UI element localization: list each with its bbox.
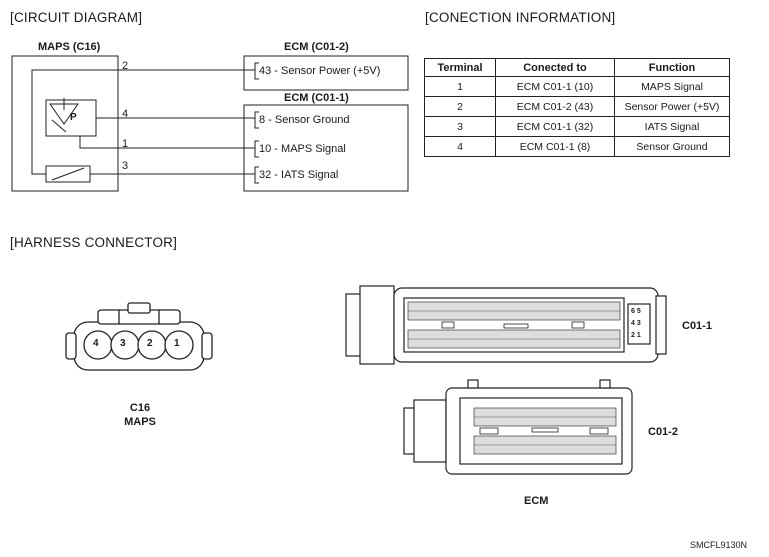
table-cell: MAPS Signal [614,76,730,97]
table-header: Function [614,58,730,77]
maps-box [11,55,119,192]
wire-number: 1 [122,138,129,150]
table-cell: 1 [424,76,496,97]
table-header: Terminal [424,58,496,77]
maps-c16-label: MAPS (C16) [38,41,101,53]
signal-sensor-ground: 8 - Sensor Ground [259,114,350,126]
wire-number: 4 [122,108,129,120]
pressure-symbol-label: P [70,112,77,123]
table-cell: 4 [424,136,496,157]
footer-code: SMCFL9130N [690,540,748,550]
ecm-c011-drawing [345,285,667,365]
table-cell: ECM C01-1 (8) [495,136,615,157]
ecm-c012-box [243,55,409,91]
sensor-box [45,99,97,137]
signal-maps: 10 - MAPS Signal [259,143,346,155]
table-row: 3 ECM C01-1 (32) IATS Signal [424,116,730,137]
ecm-caption: ECM [524,495,549,507]
wire-number: 2 [122,60,129,72]
table-cell: IATS Signal [614,116,730,137]
signal-iats: 32 - IATS Signal [259,169,339,181]
table-header: Conected to [495,58,615,77]
maps-caption-name: MAPS [124,416,156,428]
maps-pin-label: 4 [93,338,99,349]
maps-connector-drawing [65,302,213,371]
table-cell: 3 [424,116,496,137]
maps-caption-code: C16 [129,402,151,414]
table-cell: ECM C01-1 (10) [495,76,615,97]
connection-info-title: [CONECTION INFORMATION] [425,10,616,25]
maps-pin-label: 3 [120,338,126,349]
maps-pin-label: 1 [174,338,180,349]
table-cell: ECM C01-2 (43) [495,96,615,117]
table-cell: Sensor Ground [614,136,730,157]
wire-number: 3 [122,160,129,172]
signal-sensor-power: 43 - Sensor Power (+5V) [259,65,381,77]
table-cell: Sensor Power (+5V) [614,96,730,117]
c011-label: C01-1 [682,320,712,332]
table-row: 2 ECM C01-2 (43) Sensor Power (+5V) [424,96,730,117]
ecm-c012-label: ECM (C01-2) [284,41,349,53]
ecm-c012-drawing [403,379,633,475]
table-row: 4 ECM C01-1 (8) Sensor Ground [424,136,730,157]
table-row: 1 ECM C01-1 (10) MAPS Signal [424,76,730,97]
harness-connector-title: [HARNESS CONNECTOR] [10,235,178,250]
table-cell: 2 [424,96,496,117]
connection-table: Terminal Conected to Function 1 ECM C01-… [424,58,730,157]
ecm-c011-label: ECM (C01-1) [284,92,349,104]
maps-pin-label: 2 [147,338,153,349]
circuit-diagram-title: [CIRCUIT DIAGRAM] [10,10,143,25]
table-header-row: Terminal Conected to Function [424,58,730,77]
c011-side-pins: 6 5 4 3 2 1 [631,308,641,339]
c012-label: C01-2 [648,426,678,438]
table-cell: ECM C01-1 (32) [495,116,615,137]
